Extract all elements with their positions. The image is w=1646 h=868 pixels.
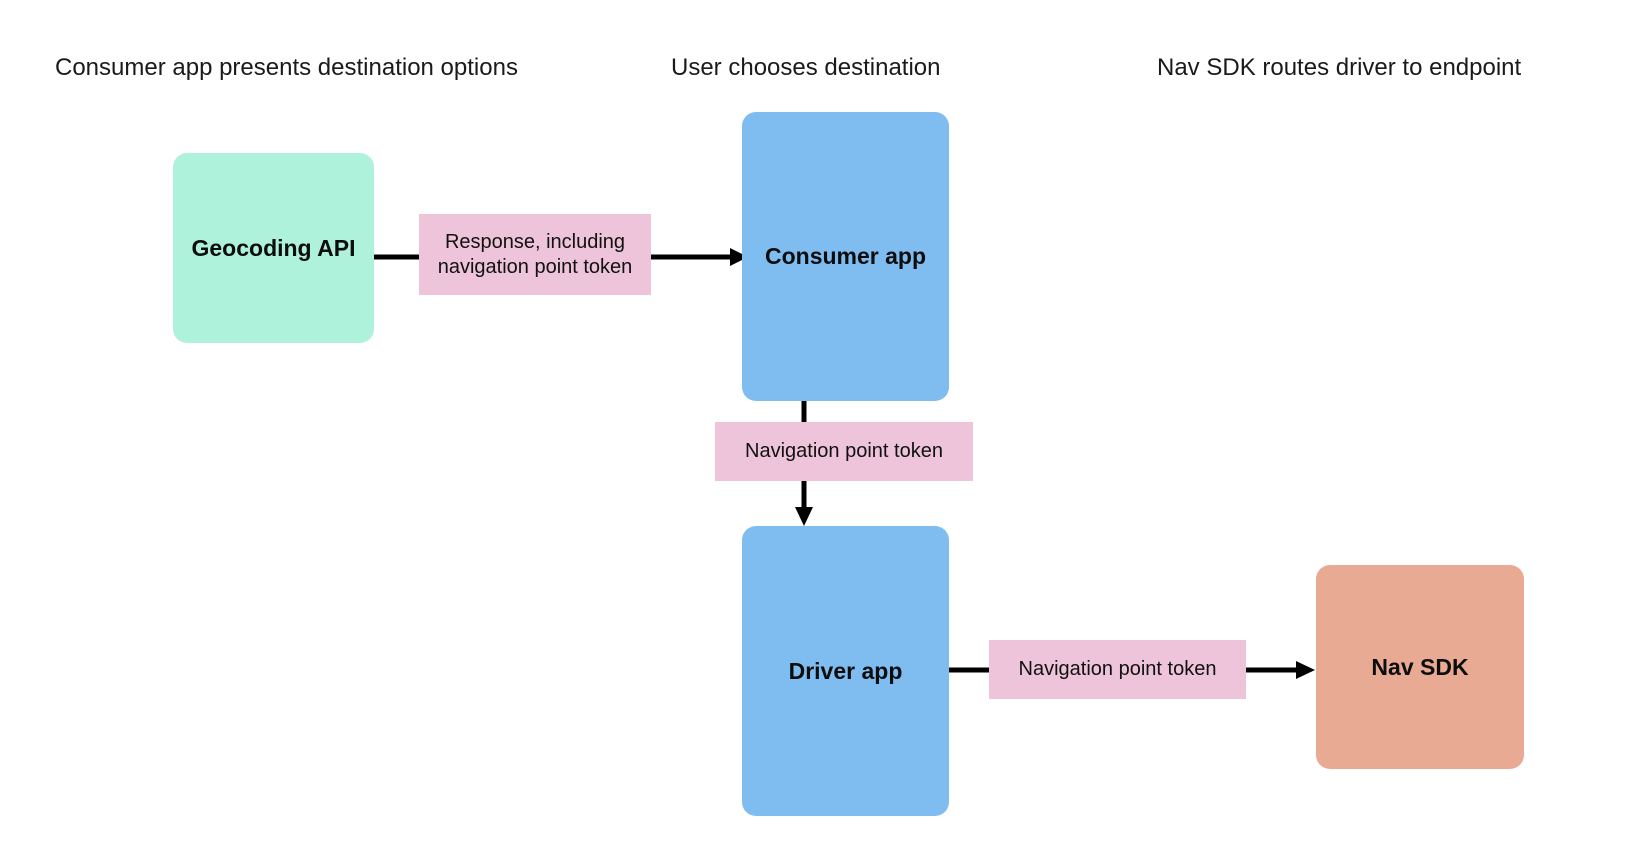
column-header-nav-sdk: Nav SDK routes driver to endpoint: [1157, 54, 1522, 81]
column-header-user-chooses: User chooses destination: [671, 54, 941, 81]
edge-label-token-vertical-text: Navigation point token: [745, 440, 943, 463]
node-nav-sdk[interactable]: Nav SDK: [1316, 565, 1524, 769]
node-consumer-app-label: Consumer app: [764, 243, 927, 269]
edge-label-response-including-navigation-point-token: Response, including navigation point tok…: [419, 214, 651, 295]
node-driver-app[interactable]: Driver app: [742, 526, 949, 816]
node-geocoding-api-label: Geocoding API: [191, 234, 356, 261]
edge-label-navigation-point-token-driver-navsdk: Navigation point token: [989, 640, 1246, 699]
node-geocoding-api[interactable]: Geocoding API: [173, 153, 374, 343]
node-consumer-app[interactable]: Consumer app: [742, 112, 949, 401]
node-driver-app-label: Driver app: [788, 657, 903, 684]
column-header-consumer-app: Consumer app presents destination option…: [55, 54, 518, 81]
edge-label-token-horizontal-text: Navigation point token: [1018, 658, 1217, 681]
edge-label-response-text: Response, including navigation point tok…: [437, 231, 633, 278]
edge-label-navigation-point-token-consumer-driver: Navigation point token: [715, 422, 973, 481]
node-nav-sdk-label: Nav SDK: [1371, 653, 1469, 680]
